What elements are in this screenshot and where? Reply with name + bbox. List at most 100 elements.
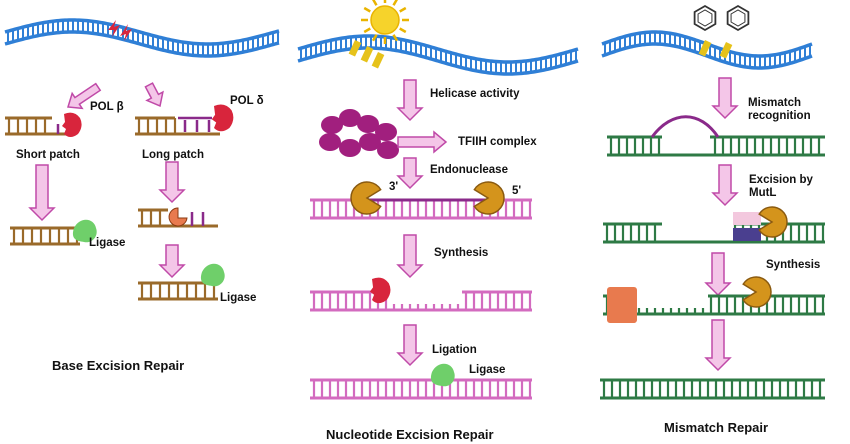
sun-ray [363, 6, 371, 13]
arrow-mmr-ligation [704, 319, 732, 372]
nuclease-icon-5prime [473, 181, 505, 215]
helicase-label: Helicase activity [430, 88, 520, 100]
tfiih-complex-icon [319, 109, 399, 159]
ber-dna-helix [4, 18, 280, 58]
mmr-recognition-dna [607, 135, 825, 157]
adduct-bar [719, 42, 733, 59]
arrow-ner-ligation [396, 324, 424, 367]
arrow-mmr-excision [711, 164, 739, 207]
sun-ray [399, 27, 407, 34]
sun-ray [392, 34, 399, 42]
helix-strand [297, 34, 579, 64]
mismatch-label: Mismatch recognition [748, 97, 811, 123]
arrow-short-patch [67, 82, 102, 110]
benzene-ring-icon [693, 4, 750, 59]
ligase-icon-ner [430, 363, 455, 387]
tfiih-subunit [339, 109, 361, 127]
synthesis-label-mmr: Synthesis [766, 259, 821, 271]
mmr-dna-helix [601, 30, 813, 70]
ber-short-ligase-dna [10, 226, 80, 246]
benzene-inner [697, 9, 713, 27]
ligation-label: Ligation [432, 344, 477, 356]
tfiih-subunit [319, 133, 341, 151]
arrow-ner-synthesis [396, 234, 424, 279]
arrow-tfiih [397, 130, 448, 154]
mismatch-bulge [650, 115, 720, 138]
ligase-label-ber-1: Ligase [89, 237, 126, 249]
pol-delta-icon [211, 104, 234, 132]
polymerase-icon-ner [369, 277, 391, 304]
sun-ray [371, 34, 378, 42]
helix-strand [4, 18, 280, 46]
sun-ray [363, 27, 371, 34]
arrow-ber-long-1 [158, 161, 186, 204]
ner-ligation-dna [310, 378, 532, 400]
mmr-repaired-dna [600, 378, 825, 400]
tfiih-subunit [321, 116, 343, 134]
mmr-title: Mismatch Repair [664, 420, 769, 435]
mutl-top-block [733, 212, 761, 225]
sun-disc [370, 5, 400, 35]
long-patch-label: Long patch [142, 149, 204, 161]
pol-delta-label: POL δ [230, 95, 264, 107]
ner-synthesis-dna [310, 290, 532, 312]
clamp-block [607, 287, 637, 323]
sun-ray [399, 6, 407, 13]
lightning-icon [108, 20, 132, 41]
benzene-ring [693, 4, 717, 32]
sun-ray [392, 0, 398, 6]
lightning-bolt [108, 20, 120, 37]
sun-icon [348, 0, 409, 69]
tfiih-subunit [377, 141, 399, 159]
ner-dna-helix [297, 34, 579, 76]
tfiih-subunit [359, 133, 381, 151]
arrow-ber-short-ligase [28, 164, 56, 222]
ber-long-patch-dna [135, 116, 220, 136]
arrow-long-patch [144, 82, 164, 108]
mutl-bottom-block [733, 228, 761, 241]
ligase-label-ber-2: Ligase [220, 292, 257, 304]
ligase-icon-ber-short [72, 219, 97, 243]
uv-ray [371, 52, 385, 69]
lightning-bolt [120, 24, 132, 41]
adduct-bar [698, 40, 712, 57]
synthesis-label-ner: Synthesis [434, 247, 489, 259]
tfiih-subunit [357, 115, 379, 133]
arrow-ner-helicase [396, 79, 424, 122]
arrow-mmr-synthesis [704, 252, 732, 297]
ber-short-patch-dna [5, 116, 70, 136]
uv-ray [360, 46, 374, 63]
pol-beta-label: POL β [90, 101, 124, 113]
arrow-ber-long-2 [158, 244, 186, 279]
sun-ray [372, 0, 378, 6]
pol-beta-icon [62, 112, 82, 137]
tfiih-subunit [375, 123, 397, 141]
arrow-mmr-recognition [711, 77, 739, 120]
ber-title: Base Excision Repair [52, 358, 185, 373]
benzene-ring [726, 4, 750, 32]
endonuclease-label: Endonuclease [430, 164, 508, 176]
helix-strand [601, 42, 813, 70]
excision-label: Excision by MutL [749, 174, 813, 200]
uv-ray [348, 40, 362, 57]
helix-strand [4, 30, 280, 58]
short-patch-label: Short patch [16, 149, 80, 161]
flap-endonuclease-icon [168, 207, 188, 227]
prime3-label: 3' [389, 181, 399, 193]
ner-title: Nucleotide Excision Repair [326, 427, 494, 442]
helix-strand [297, 46, 579, 76]
ligase-icon-ber-long [200, 263, 225, 287]
mmr-excision-dna [603, 222, 825, 244]
polymerase-icon-mmr [742, 276, 772, 308]
exonuclease-icon-mmr [758, 206, 788, 238]
arrow-ner-endonuclease [396, 157, 424, 190]
tfiih-subunit [339, 139, 361, 157]
ber-long-ligase-dna [138, 281, 218, 301]
ligase-label-ner: Ligase [469, 364, 506, 376]
benzene-inner [730, 9, 746, 27]
nuclease-icon-3prime [350, 181, 382, 215]
tfiih-label: TFIIH complex [458, 136, 537, 148]
prime5-label: 5' [512, 185, 522, 197]
